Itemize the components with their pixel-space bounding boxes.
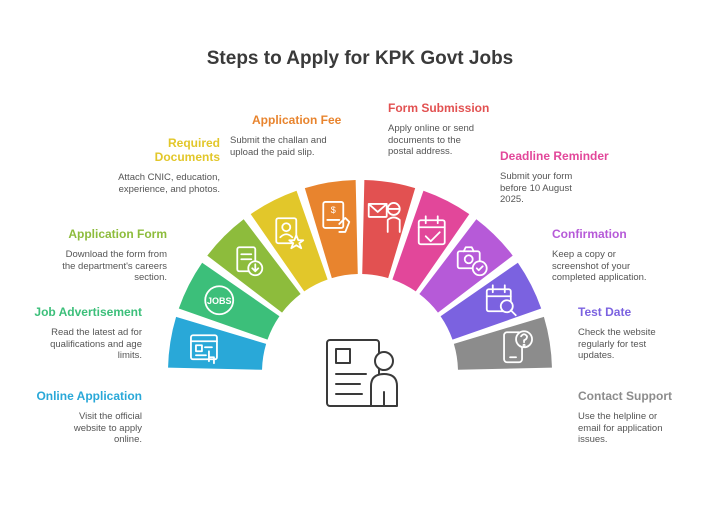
step-online-application: Online Application Visit the official we… [0, 389, 142, 446]
step-segment [453, 316, 552, 370]
step-label: Online Application [36, 389, 142, 403]
step-description: Apply online or send documents to the po… [388, 123, 475, 157]
id-certificate-icon [275, 217, 305, 250]
step-deadline-reminder: Deadline Reminder Submit your form befor… [500, 149, 670, 206]
step-label: Form Submission [388, 101, 490, 115]
step-label: Contact Support [578, 389, 672, 403]
step-form-submission: Form Submission Apply online or send doc… [388, 101, 558, 158]
fee-slip-icon: $ [322, 201, 351, 233]
step-contact-support: Contact Support Use the helpline or emai… [578, 389, 720, 446]
step-label: Confirmation [552, 227, 627, 241]
step-required-documents: Required Documents Attach CNIC, educatio… [50, 136, 220, 195]
step-label: Job Advertisement [34, 305, 142, 319]
mail-person-icon [367, 202, 401, 233]
svg-text:$: $ [331, 205, 336, 215]
step-job-advertisement: Job Advertisement Read the latest ad for… [0, 305, 142, 362]
step-label: Test Date [578, 305, 632, 319]
jobs-icon: JOBS [204, 285, 235, 316]
camera-check-icon [456, 246, 488, 277]
form-download-icon [236, 246, 264, 277]
step-description: Keep a copy or screenshot of your comple… [552, 249, 647, 283]
step-description: Submit your form before 10 August 2025. [500, 171, 573, 205]
step-description: Visit the official website to apply onli… [73, 411, 142, 445]
step-label: Application Fee [252, 113, 342, 127]
step-application-form: Application Form Download the form from … [0, 227, 167, 284]
step-description: Attach CNIC, education, experience, and … [118, 172, 220, 195]
step-segment [304, 180, 358, 279]
step-description: Check the website regularly for test upd… [578, 327, 656, 361]
step-segment [419, 219, 513, 313]
calendar-check-icon [417, 215, 446, 246]
step-description: Download the form from the department's … [62, 249, 167, 283]
step-segment [178, 262, 280, 340]
step-label: Deadline Reminder [500, 149, 609, 163]
step-application-fee: Application Fee Submit the challan and u… [230, 113, 400, 158]
calendar-search-icon [485, 284, 517, 317]
step-segment [440, 262, 542, 340]
applicant-profile-icon [326, 339, 398, 407]
step-description: Submit the challan and upload the paid s… [230, 135, 327, 158]
step-confirmation: Confirmation Keep a copy or screenshot o… [552, 227, 720, 284]
phone-help-icon [503, 330, 533, 364]
diagram-title: Steps to Apply for KPK Govt Jobs [206, 48, 514, 69]
step-description: Use the helpline or email for applicatio… [578, 411, 663, 445]
step-description: Read the latest ad for qualifications an… [50, 327, 142, 361]
jobs-icon-text: JOBS [207, 296, 232, 306]
website-form-icon [190, 334, 218, 365]
step-test-date: Test Date Check the website regularly fo… [578, 305, 720, 362]
step-label: Required Documents [154, 136, 220, 164]
step-label: Application Form [68, 227, 167, 241]
